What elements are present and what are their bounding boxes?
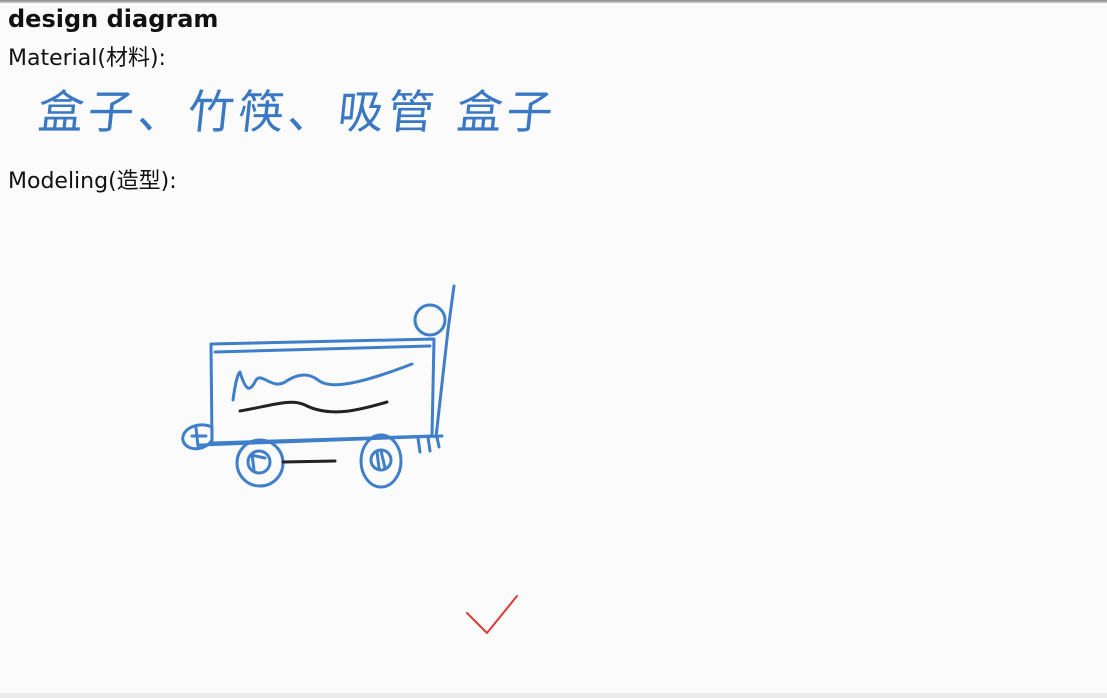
cart-squiggle (231, 362, 414, 402)
cart-wheel-left-outer (235, 438, 285, 488)
cart-box (209, 337, 436, 445)
cart-bumper-detail (190, 426, 208, 448)
checkmark-icon (466, 595, 518, 634)
cart-axle (281, 459, 337, 464)
cart-handle (434, 284, 456, 439)
cart-rear-marks (416, 435, 441, 454)
cart-wheel-right-outer (359, 433, 403, 489)
cart-knob (413, 303, 447, 337)
page-title: design diagram (8, 5, 219, 33)
top-rule (0, 0, 1107, 3)
cart-base (198, 434, 444, 447)
material-label: Material(材料): (8, 46, 166, 71)
cart-box-inner-edge (213, 344, 432, 354)
cart-wheel-right-hub (375, 449, 387, 470)
bottom-rule (0, 693, 1107, 698)
cart-dark-line-top (238, 400, 389, 414)
cart-wheel-left-inner (246, 449, 272, 475)
modeling-label: Modeling(造型): (8, 169, 177, 194)
cart-wheel-left-hub (249, 452, 267, 472)
